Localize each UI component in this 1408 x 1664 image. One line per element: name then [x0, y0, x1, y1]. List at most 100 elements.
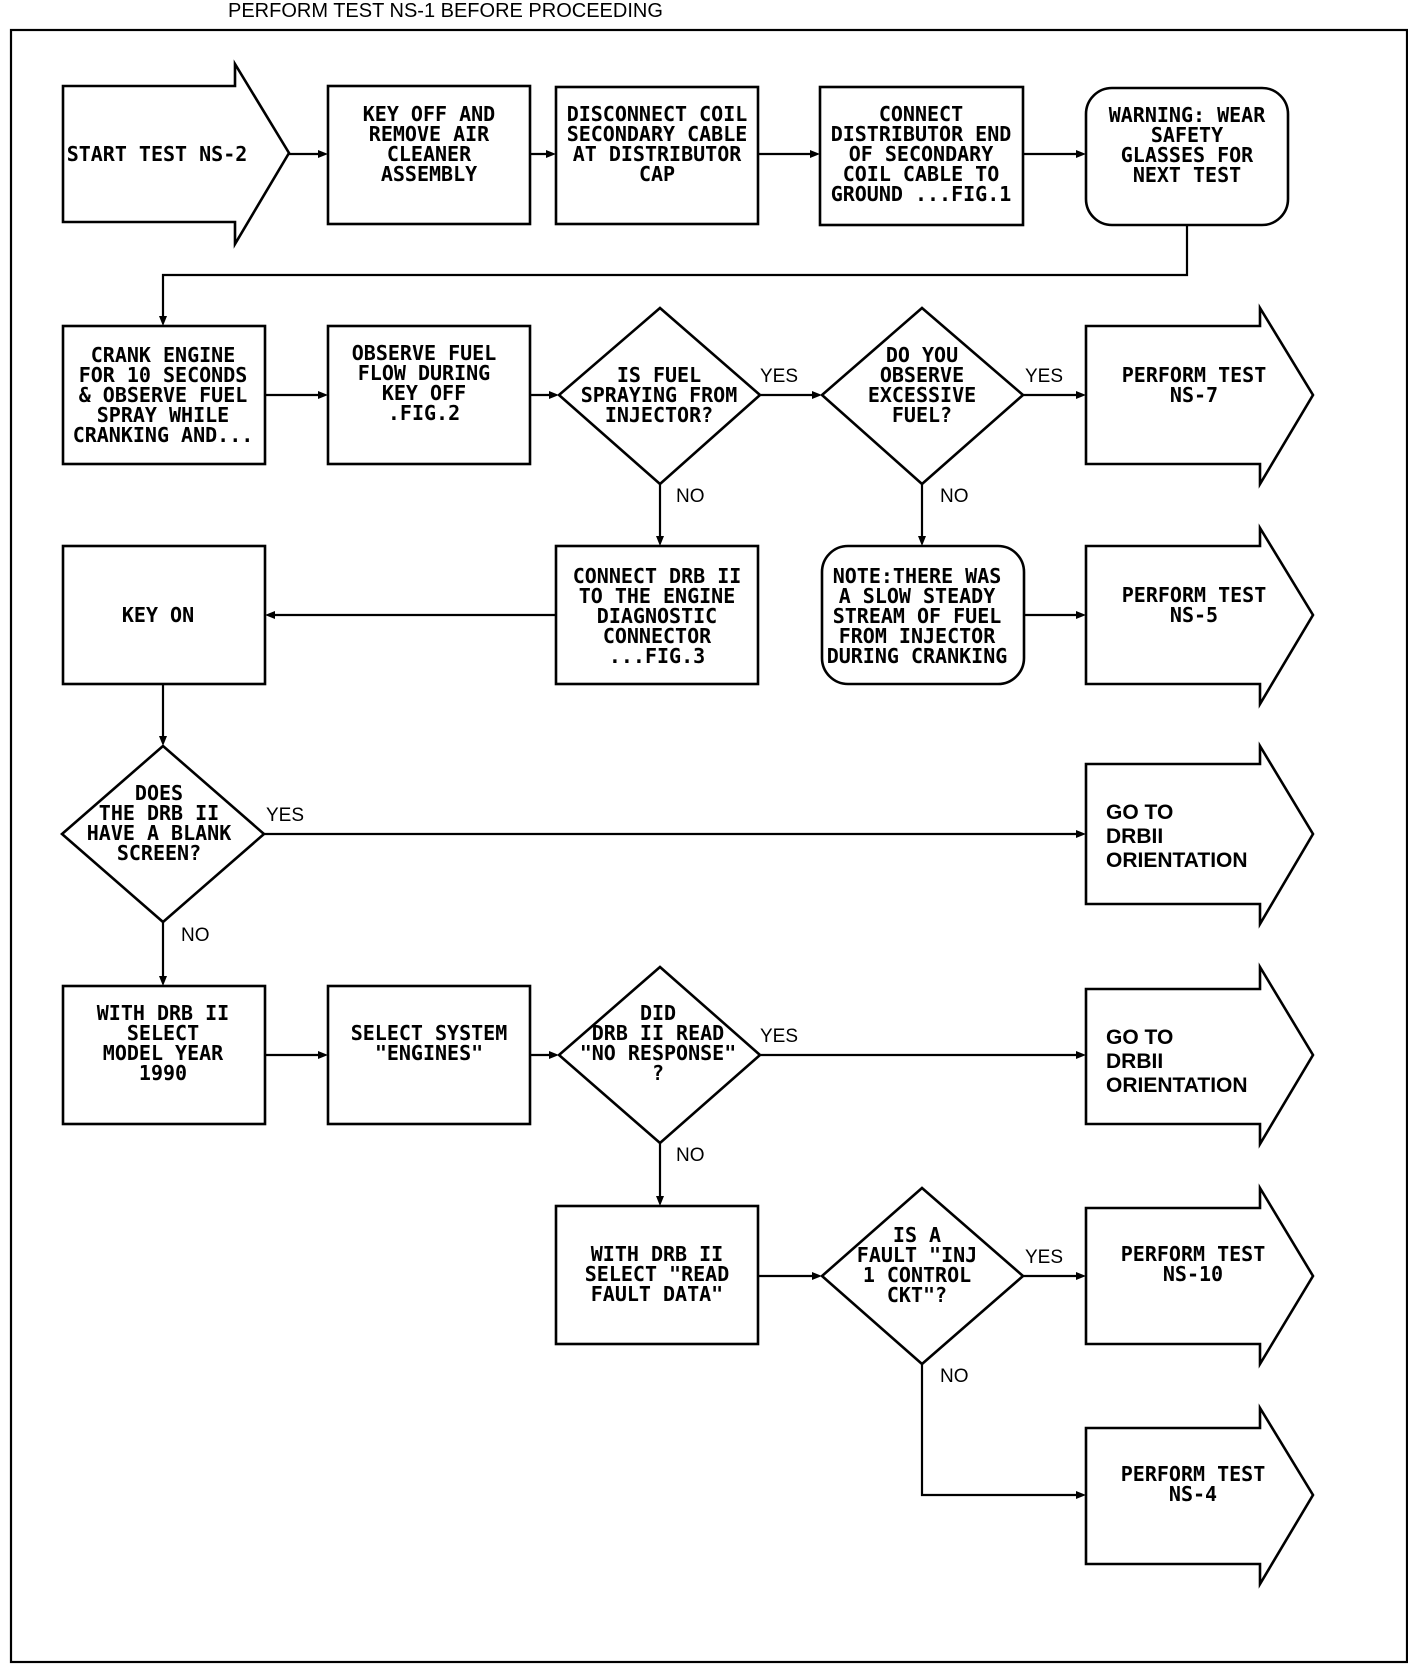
node-text-line: "ENGINES": [375, 1041, 483, 1065]
perform-ns4-arrow: [1084, 1403, 1315, 1589]
node-text-line: COIL CABLE TO: [843, 162, 1000, 186]
arrowhead: [159, 976, 167, 986]
node-text-line: ORIENTATION: [1106, 849, 1248, 872]
node-text-line: CLEANER: [387, 142, 472, 166]
connect-distributor-box: [818, 85, 1025, 227]
node-text-line: OBSERVE: [880, 363, 964, 387]
node-text-line: FUEL?: [892, 403, 952, 427]
branch-label-no: NO: [940, 1366, 969, 1387]
node-text-line: OF SECONDARY: [849, 142, 994, 166]
node-text-line: DOES: [135, 781, 183, 805]
arrowhead: [159, 316, 167, 326]
node-text-line: REMOVE AIR: [369, 122, 490, 146]
branch-label-no: NO: [940, 486, 969, 507]
node-text-line: SCREEN?: [117, 841, 201, 865]
perform-ns10-arrow: [1084, 1183, 1315, 1369]
perform-ns7-arrow: [1084, 303, 1315, 489]
node-text-line: IS A: [893, 1223, 941, 1247]
node-text-line: CONNECTOR: [603, 624, 712, 648]
node-text-line: KEY OFF: [382, 381, 466, 405]
arrowhead: [1076, 1491, 1086, 1499]
arrowhead: [1076, 611, 1086, 619]
arrowhead: [918, 536, 926, 546]
arrowhead: [549, 391, 559, 399]
connect-drb-box: [554, 544, 760, 686]
node-text-line: FAULT "INJ: [857, 1243, 977, 1267]
branch-label-no: NO: [676, 1145, 705, 1166]
key-on-label: KEY ON: [122, 603, 194, 627]
branch-label-yes: YES: [266, 805, 304, 826]
node-text-line: DRBII: [1106, 1050, 1163, 1073]
node-text-line: SAFETY: [1151, 123, 1223, 147]
node-text-line: ASSEMBLY: [381, 162, 477, 186]
node-text-line: PERFORM TEST: [1121, 1462, 1266, 1486]
branch-label-no: NO: [676, 486, 705, 507]
node-text-line: NS-10: [1163, 1262, 1223, 1286]
node-text-line: SPRAYING FROM: [581, 383, 738, 407]
node-text-line: WITH DRB II: [97, 1001, 229, 1025]
node-text-line: .FIG.2: [388, 401, 460, 425]
node-text-line: CRANKING AND...: [73, 423, 254, 447]
node-text-line: NEXT TEST: [1133, 163, 1241, 187]
node-text-line: DID: [640, 1001, 676, 1025]
node-text-line: CAP: [639, 162, 675, 186]
node-text-line: HAVE A BLANK: [87, 821, 232, 845]
node-text-line: FOR 10 SECONDS: [79, 363, 248, 387]
node-text-line: DISTRIBUTOR END: [831, 122, 1012, 146]
node-text-line: CKT"?: [887, 1283, 947, 1307]
node-text-line: DO YOU: [886, 343, 958, 367]
arrowhead: [656, 1196, 664, 1206]
node-text-line: KEY ON: [122, 603, 194, 627]
connector-fault-inj-no-to-ns4: [920, 1364, 1078, 1497]
arrowhead: [1076, 150, 1086, 158]
node-text-line: CONNECT DRB II: [573, 564, 742, 588]
node-text-line: OBSERVE FUEL: [352, 341, 497, 365]
branch-label-no: NO: [181, 925, 210, 946]
diagram-frame: [9, 28, 1408, 1664]
select-system-label: SELECT SYSTEM"ENGINES": [351, 1021, 508, 1065]
key-off-box: [326, 84, 532, 226]
arrowhead: [812, 391, 822, 399]
node-text-line: FROM INJECTOR: [839, 624, 996, 648]
node-text-line: THE DRB II: [99, 801, 219, 825]
node-text-line: NOTE:THERE WAS: [833, 564, 1002, 588]
arrowhead: [1076, 1272, 1086, 1280]
node-text-line: 1 CONTROL: [863, 1263, 971, 1287]
node-text-line: GO TO: [1106, 801, 1173, 824]
node-text-line: START TEST NS-2: [67, 142, 248, 166]
node-text-line: SELECT "READ: [585, 1262, 730, 1286]
node-text-line: STREAM OF FUEL: [833, 604, 1002, 628]
node-text-line: ORIENTATION: [1106, 1074, 1248, 1097]
node-text-line: FLOW DURING: [358, 361, 490, 385]
node-text-line: INJECTOR?: [605, 403, 713, 427]
crank-engine-box: [61, 324, 267, 466]
node-text-line: NS-7: [1170, 383, 1218, 407]
node-text-line: SELECT SYSTEM: [351, 1021, 508, 1045]
branch-label-yes: YES: [1025, 1247, 1063, 1268]
goto-drb-orientation-arrow-1: [1084, 741, 1315, 929]
node-text-line: TO THE ENGINE: [579, 584, 736, 608]
node-text-line: SECONDARY CABLE: [567, 122, 748, 146]
node-text-line: NS-4: [1169, 1482, 1217, 1506]
arrowhead: [1076, 830, 1086, 838]
start-test-ns2-arrow: [61, 59, 291, 249]
arrowhead: [549, 1051, 559, 1059]
branch-label-yes: YES: [1025, 366, 1063, 387]
node-text-line: KEY OFF AND: [363, 102, 495, 126]
node-text-line: CRANK ENGINE: [91, 343, 236, 367]
node-text-line: EXCESSIVE: [868, 383, 976, 407]
node-text-line: SELECT: [127, 1021, 199, 1045]
